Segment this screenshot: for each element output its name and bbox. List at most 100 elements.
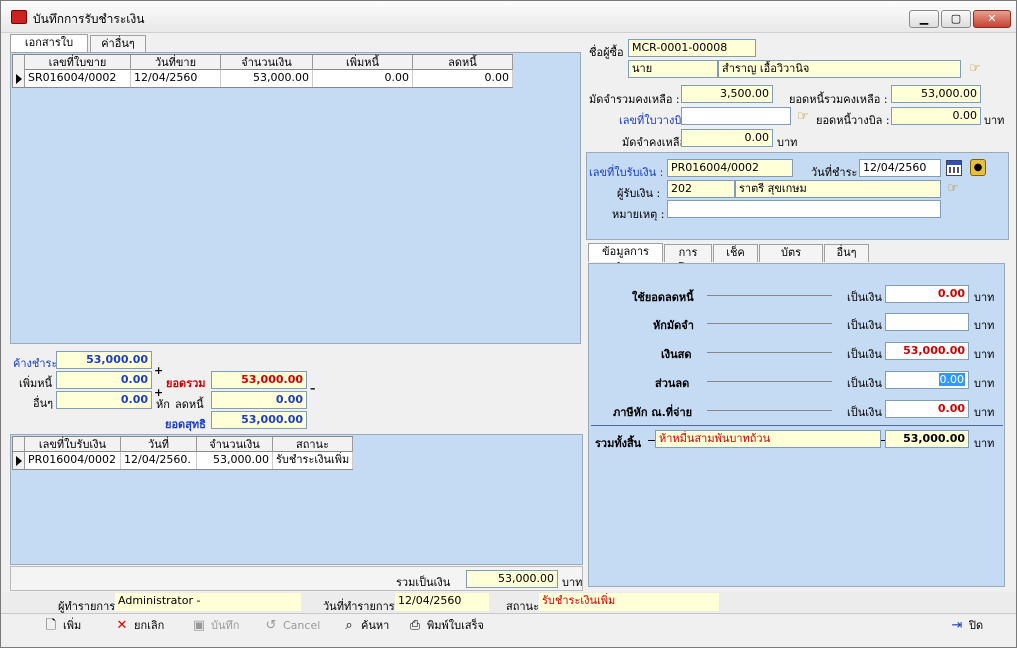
cell-receipt-amount[interactable]: 53,000.00 (197, 452, 273, 469)
lookup-billing-icon[interactable]: ☞ (797, 109, 809, 124)
payment-row-mid: เป็นเงิน (847, 348, 882, 361)
customer-name-field[interactable]: สำราญ เอื้อวิวานิจ (718, 60, 961, 78)
payment-date-field[interactable]: 12/04/2560 (859, 159, 941, 177)
tab-invoices[interactable]: เอกสารใบขาย (10, 34, 88, 65)
transaction-date-label: วันที่ทำรายการ (323, 600, 395, 613)
close-button[interactable]: ⇥ปิด (949, 616, 984, 638)
title-bar: บันทึกการรับชำระเงิน ▁ ▢ ✕ (1, 1, 1016, 33)
print-receipt-button[interactable]: ⎙พิมพ์ใบเสร็จ (407, 616, 484, 638)
add-debt-field[interactable]: 0.00 (56, 371, 152, 389)
status-bar: ผู้ทำรายการ Administrator - วันที่ทำรายก… (1, 592, 1016, 613)
billing-debt-field[interactable]: 0.00 (891, 107, 981, 125)
payment-row-unit: บาท (974, 291, 995, 304)
search-button[interactable]: ⌕ค้นหา (341, 616, 389, 638)
lookup-receiver-icon[interactable]: ☞ (947, 181, 959, 196)
col-receipt-date[interactable]: วันที่ (121, 437, 197, 453)
table-row[interactable]: PR016004/0002 12/04/2560. 53,000.00 รับช… (12, 452, 353, 470)
minimize-button[interactable]: ▁ (909, 10, 939, 28)
close-window-button[interactable]: ✕ (973, 10, 1011, 28)
user-label: ผู้ทำรายการ (58, 600, 116, 613)
payment-date-label: วันที่ชำระ : (811, 166, 865, 179)
new-document-icon: 🗋 (45, 618, 57, 633)
deposit-remain-unit: บาท (777, 136, 798, 149)
total-divider (591, 425, 1003, 426)
cell-receipt-no[interactable]: PR016004/0002 (25, 452, 121, 469)
cell-invoice-no[interactable]: SR016004/0002 (25, 70, 131, 87)
tab-other[interactable]: อื่นๆ (824, 244, 869, 262)
deposit-total-field[interactable]: 3,500.00 (681, 85, 773, 103)
payment-row-unit: บาท (974, 319, 995, 332)
tab-transfer[interactable]: การโอน (664, 244, 712, 275)
col-receipt-status[interactable]: สถานะ (273, 437, 353, 453)
app-icon (11, 10, 27, 24)
receiver-name-field[interactable]: ราตรี สุขเกษม (735, 180, 941, 198)
tab-payment-info[interactable]: ข้อมูลการชำระ (588, 243, 663, 274)
lock-icon[interactable]: ● (970, 159, 986, 176)
x-icon: ✕ (116, 618, 128, 633)
payment-total-field[interactable]: 53,000.00 (885, 430, 969, 448)
deduct-label: หัก (156, 398, 170, 411)
table-row[interactable]: SR016004/0002 12/04/2560 53,000.00 0.00 … (12, 70, 513, 88)
other-field[interactable]: 0.00 (56, 391, 152, 409)
receipt-no-field[interactable]: PR016004/0002 (667, 159, 793, 177)
receiver-label: ผู้รับเงิน : (617, 187, 661, 200)
grand-total-label: รวมเป็นเงิน (396, 576, 451, 589)
grand-total-field[interactable]: 53,000.00 (466, 570, 558, 588)
receipt-grid-header: เลขที่ใบรับเงิน วันที่ จำนวนเงิน สถานะ (12, 436, 353, 453)
payment-total-label: รวมทั้งสิ้น (595, 437, 642, 450)
payment-row-label: ส่วนลด (655, 377, 690, 390)
customer-id-field[interactable]: MCR-0001-00008 (628, 39, 756, 57)
deposit-remain-field[interactable]: 0.00 (681, 129, 773, 147)
discount-field[interactable]: 0.00 (885, 371, 969, 389)
transaction-date-field: 12/04/2560 (395, 593, 489, 611)
cell-receipt-status[interactable]: รับชำระเงินเพิ่ม (273, 452, 353, 469)
outstanding-field[interactable]: 53,000.00 (56, 351, 152, 369)
cell-reduce-debt[interactable]: 0.00 (413, 70, 513, 87)
lookup-customer-icon[interactable]: ☞ (969, 61, 981, 76)
payment-row-label: หักมัดจำ (653, 319, 694, 332)
debt-total-field[interactable]: 53,000.00 (891, 85, 981, 103)
status-label: สถานะ (506, 600, 539, 613)
col-add-debt[interactable]: เพิ่มหนี้ (313, 55, 413, 71)
void-button[interactable]: ✕ยกเลิก (114, 616, 165, 638)
tab-credit-card[interactable]: บัตรเครดิต (759, 244, 823, 275)
customer-title-field[interactable]: นาย (628, 60, 718, 78)
payment-row-unit: บาท (974, 406, 995, 419)
add-button[interactable]: 🗋เพิ่ม (43, 616, 82, 638)
net-field[interactable]: 53,000.00 (211, 411, 307, 429)
debt-total-label: ยอดหนี้รวมคงเหลือ : (789, 93, 888, 106)
withholding-tax-field[interactable]: 0.00 (885, 400, 969, 418)
note-field[interactable] (667, 200, 941, 218)
plus-sign: + (154, 364, 164, 377)
tab-cheque[interactable]: เช็ค (713, 244, 758, 262)
save-button[interactable]: ▣บันทึก (191, 616, 240, 638)
binoculars-icon: ⌕ (345, 618, 353, 633)
col-receipt-amount[interactable]: จำนวนเงิน (197, 437, 273, 453)
cell-receipt-date[interactable]: 12/04/2560. (121, 452, 197, 469)
row-indicator-icon (13, 452, 25, 469)
calendar-icon[interactable] (946, 160, 962, 176)
col-invoice-no[interactable]: เลขที่ใบขาย (25, 55, 131, 71)
total-field[interactable]: 53,000.00 (211, 371, 307, 389)
cash-field[interactable]: 53,000.00 (885, 342, 969, 360)
payment-row-unit: บาท (974, 348, 995, 361)
tab-other-charges[interactable]: ค่าอื่นๆ (90, 35, 146, 53)
payment-row-mid: เป็นเงิน (847, 319, 882, 332)
cell-sale-date[interactable]: 12/04/2560 (131, 70, 221, 87)
reduce-debt-field[interactable]: 0.00 (211, 391, 307, 409)
billing-debt-label: ยอดหนี้วางบิล : (816, 114, 890, 127)
maximize-button[interactable]: ▢ (941, 10, 971, 28)
billing-no-field[interactable] (681, 107, 791, 125)
amount-in-words-field[interactable]: ห้าหมื่นสามพันบาทถ้วน (655, 430, 881, 448)
cell-amount[interactable]: 53,000.00 (221, 70, 313, 87)
col-amount[interactable]: จำนวนเงิน (221, 55, 313, 71)
payment-row-label: ภาษีหัก ณ.ที่จ่าย (613, 406, 693, 419)
receiver-code-field[interactable]: 202 (667, 180, 735, 198)
cell-add-debt[interactable]: 0.00 (313, 70, 413, 87)
col-reduce-debt[interactable]: ลดหนี้ (413, 55, 513, 71)
deposit-deduct-field[interactable] (885, 313, 969, 331)
col-receipt-no[interactable]: เลขที่ใบรับเงิน (25, 437, 121, 453)
col-sale-date[interactable]: วันที่ขาย (131, 55, 221, 71)
credit-use-field[interactable]: 0.00 (885, 285, 969, 303)
cancel-button[interactable]: ↺Cancel (263, 616, 321, 638)
